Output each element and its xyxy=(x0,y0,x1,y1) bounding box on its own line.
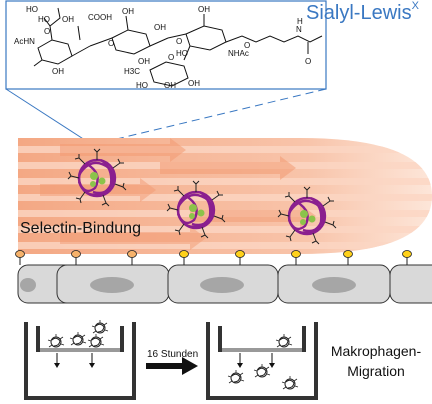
selectin-receptor xyxy=(179,250,189,266)
chem-label-o4: O xyxy=(244,41,250,50)
process-arrow xyxy=(146,357,198,375)
transwell-before xyxy=(24,319,136,400)
chem-label-oh4: OH xyxy=(138,57,150,66)
nanoparticle-small xyxy=(47,333,65,348)
selectin-receptor xyxy=(291,250,301,266)
transwell-after xyxy=(206,322,318,400)
chem-label-oh1: OH xyxy=(62,15,74,24)
chem-label-ho3: HO xyxy=(176,49,188,58)
figure-title: Sialyl-LewisX xyxy=(306,0,419,25)
nanoparticle-small xyxy=(275,333,293,348)
nanoparticle-small xyxy=(253,363,271,378)
selectin-receptor xyxy=(15,250,25,266)
cell-nucleus xyxy=(90,277,134,293)
nanoparticle-small xyxy=(69,331,87,346)
selectin-receptor xyxy=(235,250,245,266)
flow-stream xyxy=(18,138,432,254)
title-superscript: X xyxy=(411,0,419,13)
title-main: Sialyl-Lewis xyxy=(306,2,412,24)
chem-label-o6: O xyxy=(305,57,311,66)
endothelial-layer xyxy=(17,264,432,304)
chem-label-oh3: OH xyxy=(122,7,134,16)
cell-nucleus xyxy=(312,277,356,293)
chem-label-oh7: OH xyxy=(164,81,176,90)
chem-label-h3c: H3C xyxy=(124,67,140,76)
chem-label-ho4: HO xyxy=(136,81,148,90)
chem-label-ho2: HO xyxy=(38,15,50,24)
cell-nucleus xyxy=(20,278,36,292)
chem-label-oh2: OH xyxy=(52,67,64,76)
chem-label-oh8: OH xyxy=(188,79,200,88)
chemical-structure-box: HO HO OH COOH O AcHN OH O OH OH OH O OH … xyxy=(5,0,327,151)
chem-label-o5: O xyxy=(168,53,174,62)
duration-label: 16 Stunden xyxy=(147,349,199,360)
migration-label-line1: Makrophagen- xyxy=(330,343,422,359)
nanoparticle-small xyxy=(281,375,299,390)
chem-label-cooh: COOH xyxy=(88,13,112,22)
migration-label-line2: Migration xyxy=(347,363,405,379)
chem-label-nh: N xyxy=(296,25,302,34)
chem-label-oh6: OH xyxy=(198,5,210,14)
selectin-receptor xyxy=(127,250,137,266)
nanoparticle-small xyxy=(91,319,109,334)
flow-stripes xyxy=(18,138,432,250)
chem-label-o3: O xyxy=(176,37,182,46)
chem-label-acnh: AcHN xyxy=(14,37,35,46)
chem-label-ho1: HO xyxy=(26,5,38,14)
selectin-receptor xyxy=(71,250,81,266)
chem-label-nhac: NHAc xyxy=(228,49,249,58)
selectin-receptor xyxy=(402,250,412,266)
cell-nucleus xyxy=(200,277,244,293)
chem-label-o1: O xyxy=(44,27,50,36)
chem-label-o2: O xyxy=(108,39,114,48)
chem-label-h: H xyxy=(297,17,303,26)
selectin-receptor xyxy=(343,250,353,266)
binding-label: Selectin-Bindung xyxy=(20,220,141,237)
migration-label: Makrophagen- Migration xyxy=(320,341,432,381)
nanoparticle-small xyxy=(227,369,245,384)
nanoparticle-small xyxy=(87,333,105,348)
chem-label-oh5: OH xyxy=(154,23,166,32)
